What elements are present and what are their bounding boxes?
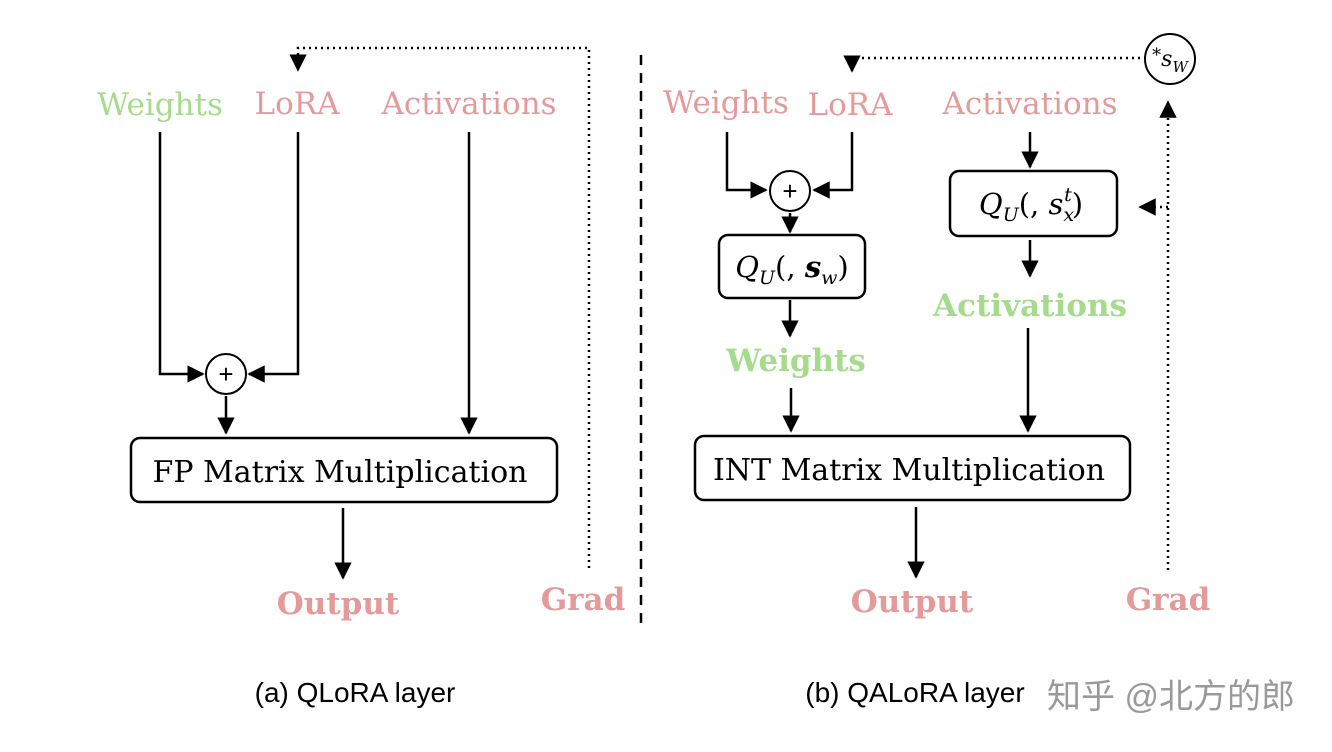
a-fp-matmul-label: FP Matrix Multiplication xyxy=(153,455,528,490)
b-weights-arrow xyxy=(725,132,768,199)
a-grad-label: Grad xyxy=(541,582,626,618)
watermark: 知乎 @北方的郎 xyxy=(1047,678,1295,716)
a-plus-node xyxy=(205,353,247,395)
b-int-matmul-label: INT Matrix Multiplication xyxy=(713,453,1105,488)
b-scale-node xyxy=(1144,33,1196,85)
b-weights-label: Weights xyxy=(663,85,789,121)
a-weights-arrow xyxy=(158,132,205,383)
b-lora-label: LoRA xyxy=(808,87,894,123)
a-lora-label: LoRA xyxy=(255,86,341,122)
b-quant-weights-box xyxy=(717,233,867,300)
b-caption: (b) QALoRA layer xyxy=(805,677,1024,708)
b-grad-label: Grad xyxy=(1126,582,1211,618)
a-fp-matmul-box xyxy=(129,436,559,504)
b-plus-node xyxy=(769,170,811,212)
a-plus-symbol: + xyxy=(218,359,233,389)
b-weights-out-label: Weights xyxy=(725,343,866,379)
panel-b: Weights LoRA Activations + QU(, sw) Weig… xyxy=(663,33,1211,708)
a-weights-label: Weights xyxy=(97,87,223,123)
a-activations-label: Activations xyxy=(380,86,556,122)
panel-a: Weights LoRA Activations + FP Matrix Mul… xyxy=(97,46,626,708)
b-int-matmul-box xyxy=(693,434,1132,502)
b-quant-acts-expr: QU(, sxt) xyxy=(979,184,1083,226)
b-quant-weights-expr: QU(, sw) xyxy=(735,250,848,289)
b-quant-acts-box xyxy=(948,169,1119,238)
b-activations-out-label: Activations xyxy=(932,288,1127,324)
a-grad-feedback-line xyxy=(289,46,591,568)
a-lora-arrow xyxy=(247,132,300,383)
a-caption: (a) QLoRA layer xyxy=(255,677,456,708)
b-scale-node-label: *sW xyxy=(1152,45,1189,76)
b-scale-to-lora-line xyxy=(843,55,1146,73)
b-lora-arrow xyxy=(812,132,854,199)
b-activations-label: Activations xyxy=(941,86,1117,122)
a-output-label: Output xyxy=(277,586,400,622)
b-output-label: Output xyxy=(851,584,974,620)
b-plus-symbol: + xyxy=(782,176,797,206)
